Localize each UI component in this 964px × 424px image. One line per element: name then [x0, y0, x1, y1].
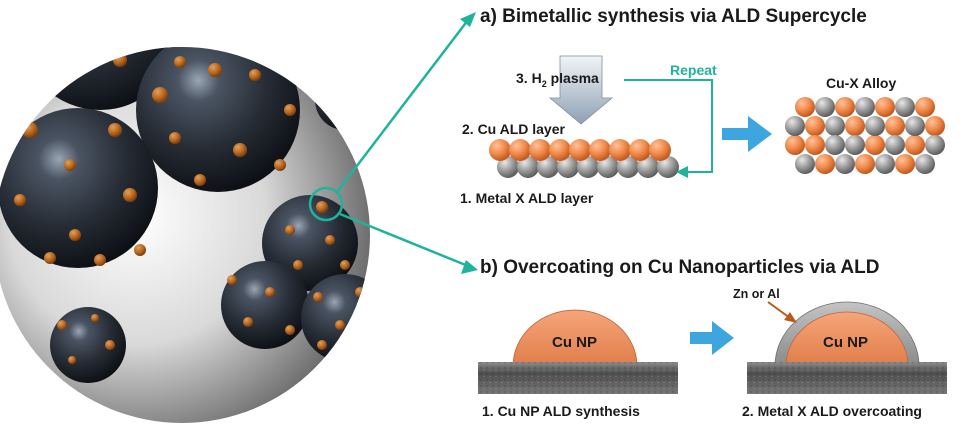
callout-arrowhead-b	[461, 260, 478, 274]
repeat-arrow	[624, 79, 713, 173]
panel-b-title: b) Overcoating on Cu Nanoparticles via A…	[480, 257, 880, 278]
metal-x-row	[497, 156, 679, 178]
step3-sub: 2	[541, 78, 547, 89]
support-sphere	[136, 47, 300, 192]
coat-label: Zn or Al	[733, 287, 780, 301]
repeat-label: Repeat	[670, 62, 717, 78]
support-sphere	[0, 108, 158, 268]
support-sphere	[315, 70, 370, 130]
plasma-arrow	[548, 55, 614, 125]
np-left	[478, 309, 678, 394]
step3-prefix: 3. H	[516, 70, 542, 86]
repeat-arrowhead	[676, 166, 688, 178]
callout-arrowhead-a	[460, 12, 476, 27]
coat-pointer-head	[784, 312, 797, 323]
alloy-lattice	[785, 97, 945, 174]
step3-label: 3. H2 plasma	[516, 71, 599, 89]
process-arrow-a	[722, 116, 772, 152]
callout-line-b	[339, 212, 469, 268]
np-left-label: Cu NP	[552, 334, 597, 351]
panel-b-step1-label: 1. Cu NP ALD synthesis	[482, 403, 640, 419]
zoom-marker-circle	[308, 186, 344, 222]
np-right-label: Cu NP	[823, 334, 868, 351]
panel-b-step2-label: 2. Metal X ALD overcoating	[742, 403, 922, 419]
callout-line-a	[336, 19, 469, 193]
support-sphere	[359, 76, 370, 128]
support-sphere	[221, 261, 309, 349]
cu-row	[489, 139, 671, 161]
panel-a-title: a) Bimetallic synthesis via ALD Supercyc…	[480, 6, 867, 27]
support-sphere	[50, 307, 126, 383]
step2-label: 2. Cu ALD layer	[462, 121, 565, 137]
zoom-circle	[0, 47, 370, 423]
step3-suffix: plasma	[546, 70, 599, 86]
process-arrow-b	[690, 321, 734, 355]
layer-stack	[489, 139, 679, 178]
np-right	[747, 301, 947, 394]
coat-pointer	[767, 301, 791, 319]
support-sphere	[301, 274, 370, 362]
callout	[308, 12, 478, 274]
step1-label: 1. Metal X ALD layer	[460, 190, 594, 206]
alloy-label: Cu-X Alloy	[826, 75, 897, 91]
